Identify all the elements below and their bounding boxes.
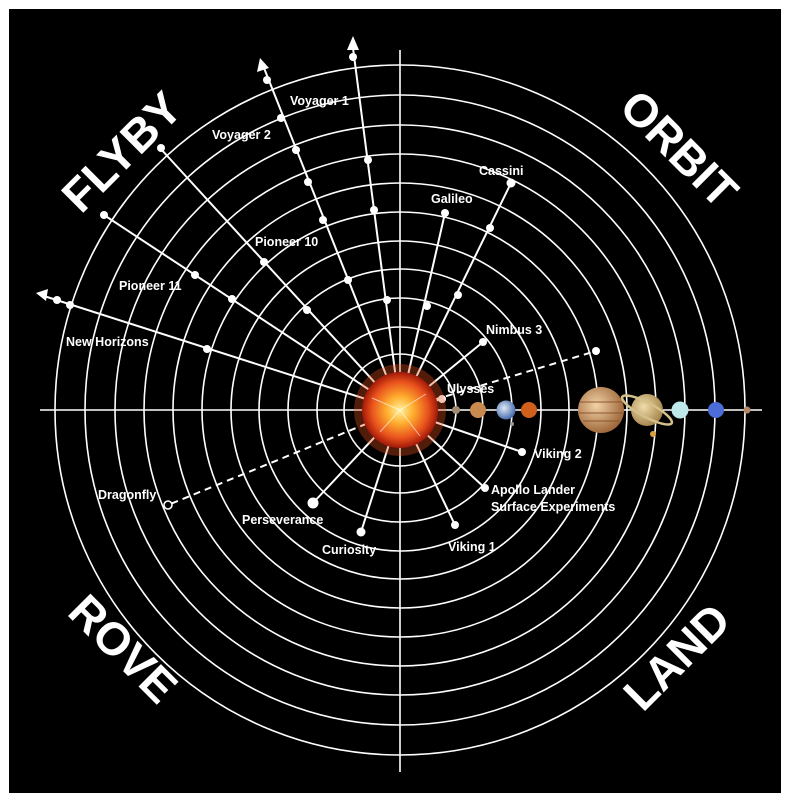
label-apollo-line2: Surface Experiments (491, 500, 615, 514)
viking1-dot (451, 521, 459, 529)
voyager2-dot (263, 76, 271, 84)
ulysses-dot (438, 395, 446, 403)
pioneer11-trajectory (103, 214, 401, 411)
dragonfly-trajectory (167, 409, 401, 506)
pluto-planet (743, 406, 751, 414)
voyager2-dot (292, 146, 300, 154)
new-horizons-dot (66, 301, 74, 309)
pioneer10-trajectory (159, 147, 401, 411)
pioneer11-dot (191, 271, 199, 279)
arrowheads (36, 36, 359, 301)
pioneer11-dot (100, 211, 108, 219)
quadrant-rove: ROVE (59, 584, 188, 713)
galileo-dot (423, 302, 431, 310)
sun-rays (371, 393, 427, 437)
label-viking1: Viking 1 (448, 540, 496, 554)
voyager2-trajectory (263, 67, 401, 411)
pioneer10-dot (157, 144, 165, 152)
voyager1-dot (383, 296, 391, 304)
voyager2-dot (319, 216, 327, 224)
new-horizons-dot (203, 345, 211, 353)
curiosity-dot (356, 527, 366, 537)
moon (510, 422, 514, 426)
cassini-dot (486, 224, 494, 232)
label-cassini: Cassini (479, 164, 523, 178)
label-perseverance: Perseverance (242, 513, 323, 527)
viking2-dot (518, 448, 526, 456)
voyager2-arrow-icon (257, 58, 269, 72)
venus-planet (470, 402, 486, 418)
voyager1-arrow-icon (347, 36, 359, 50)
planets (452, 387, 751, 437)
perseverance-dot (307, 497, 319, 509)
voyager1-trajectory (352, 47, 401, 411)
cassini-dot (506, 178, 516, 188)
jupiter-bands (579, 401, 623, 422)
earth-planet (496, 400, 516, 420)
label-pioneer10: Pioneer 10 (255, 235, 318, 249)
mission-labels: Voyager 1 Voyager 2 Pioneer 10 Pioneer 1… (66, 94, 615, 557)
orbit-dashed-trajectory (399, 350, 597, 411)
voyager2-dot (304, 178, 312, 186)
label-new-horizons: New Horizons (66, 335, 149, 349)
apollo-dot (481, 484, 489, 492)
mission-dots (53, 53, 600, 537)
voyager2-dot (344, 276, 352, 284)
new-horizons-dot (53, 296, 61, 304)
diagram-frame: FLYBY ORBIT ROVE LAND Voyager 1 Voyager … (9, 9, 781, 793)
saturn-planet (631, 394, 663, 426)
label-nimbus3: Nimbus 3 (486, 323, 542, 337)
solar-system-diagram: FLYBY ORBIT ROVE LAND Voyager 1 Voyager … (36, 36, 762, 772)
new-horizons-arrow-icon (36, 289, 48, 301)
quadrant-land: LAND (613, 593, 740, 720)
orbit-dashed-dot (592, 347, 600, 355)
saturn-rings (620, 394, 674, 426)
neptune-planet (708, 402, 724, 418)
galileo-dot (441, 209, 449, 217)
pioneer10-dot (303, 306, 311, 314)
cassini-dot (454, 291, 462, 299)
voyager1-dot (364, 156, 372, 164)
label-apollo-line1: Apollo Lander (491, 483, 575, 497)
titan-moon (650, 431, 656, 437)
nimbus3-dot (479, 338, 487, 346)
label-voyager2: Voyager 2 (212, 128, 271, 142)
jupiter-planet (578, 387, 624, 433)
dragonfly-dot (163, 500, 173, 510)
label-curiosity: Curiosity (322, 543, 376, 557)
label-viking2: Viking 2 (534, 447, 582, 461)
uranus-planet (671, 401, 689, 419)
pioneer11-dot (228, 295, 236, 303)
mercury-planet (452, 406, 460, 414)
new-horizons-trajectory (43, 295, 401, 411)
label-galileo: Galileo (431, 192, 473, 206)
voyager1-dot (349, 53, 357, 61)
pioneer10-dot (260, 258, 268, 266)
label-dragonfly: Dragonfly (98, 488, 156, 502)
label-voyager1: Voyager 1 (290, 94, 349, 108)
voyager2-dot (277, 114, 285, 122)
mars-planet (521, 402, 537, 418)
label-ulysses: Ulysses (447, 382, 494, 396)
label-pioneer11: Pioneer 11 (119, 279, 182, 293)
voyager1-dot (370, 206, 378, 214)
